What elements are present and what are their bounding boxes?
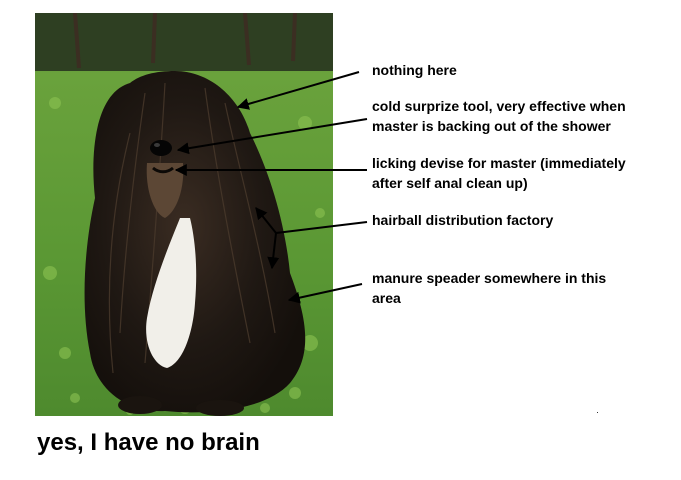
dog-body — [84, 71, 306, 413]
caption: yes, I have no brain — [37, 429, 260, 456]
arrow-nothing-here — [236, 71, 360, 110]
dog-photo — [35, 13, 333, 416]
annotation-nothing-here: nothing here — [372, 60, 457, 80]
left-paw — [118, 396, 162, 414]
annotation-manure-speader: manure speader somewhere in this area — [372, 268, 606, 308]
chest-patch — [146, 218, 197, 368]
annotation-line: area — [372, 290, 401, 306]
fur-strands — [108, 82, 276, 374]
annotation-line: nothing here — [372, 62, 457, 78]
arrow-hairball-factory — [255, 207, 368, 270]
stray-dot — [597, 412, 598, 413]
annotation-line: cold surprize tool, very effective when — [372, 98, 626, 114]
tree-trunks — [73, 13, 297, 69]
dog-mouth — [152, 166, 174, 174]
annotation-line: manure speader somewhere in this — [372, 270, 607, 286]
right-paw — [196, 400, 244, 416]
annotation-line: master is backing out of the shower — [372, 118, 611, 134]
arrow-manure-speader — [287, 283, 363, 304]
annotation-line: hairball distribution factory — [372, 212, 554, 228]
annotation-licking-devise: licking devise for master (immediately a… — [372, 153, 626, 193]
annotation-line: after self anal clean up) — [372, 175, 528, 191]
beard — [146, 163, 184, 218]
tree-line — [35, 13, 333, 71]
annotation-line: licking devise for master (immediately — [372, 155, 626, 171]
arrow-cold-surprize-tool — [176, 118, 368, 155]
annotation-cold-surprize-tool: cold surprize tool, very effective when … — [372, 96, 626, 136]
annotation-hairball-factory: hairball distribution factory — [372, 210, 553, 230]
